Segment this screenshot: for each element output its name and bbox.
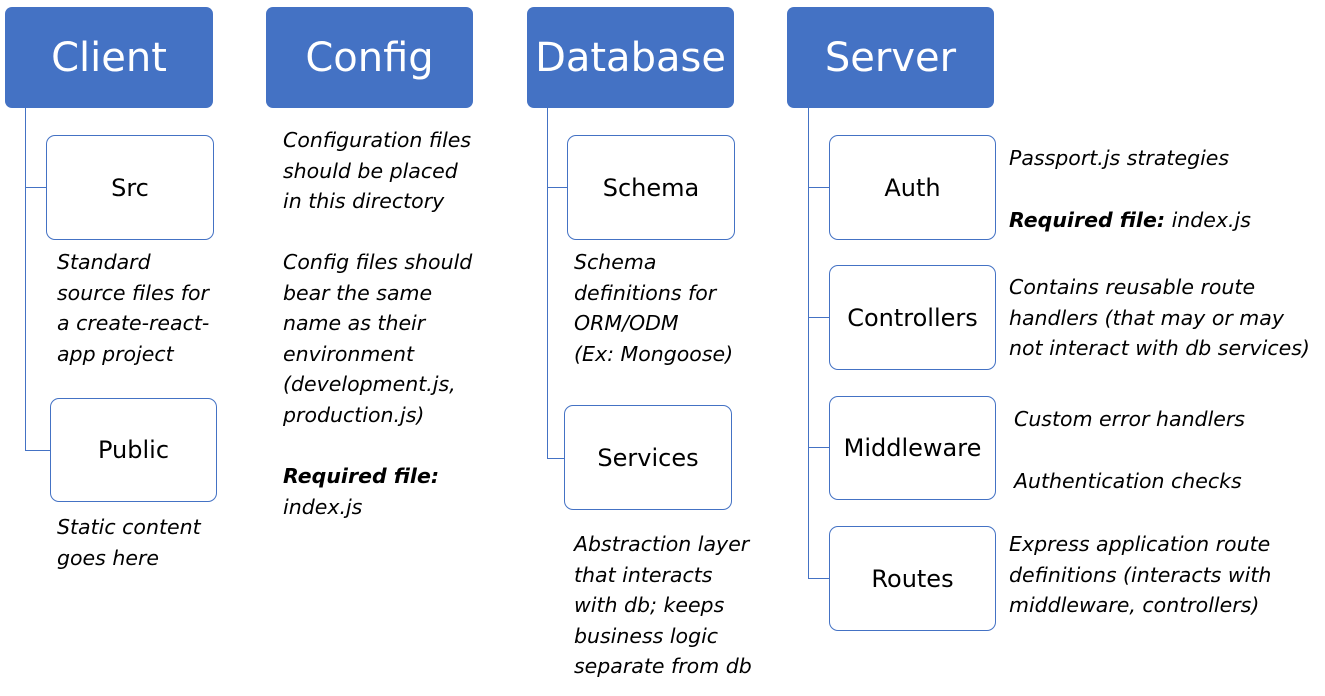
server-connector-trunk xyxy=(808,108,809,578)
config-required-value: index.js xyxy=(283,494,363,519)
database-schema-description: Schema definitions for ORM/ODM (Ex: Mong… xyxy=(574,250,734,366)
server-auth-box: Auth xyxy=(829,135,996,240)
database-services-description: Abstraction layer that interacts with db… xyxy=(574,532,752,678)
server-header: Server xyxy=(787,7,994,108)
server-connector-controllers xyxy=(808,317,829,318)
server-middleware-description-1: Custom error handlers xyxy=(1014,407,1245,431)
config-description: Configuration files should be placed in … xyxy=(283,128,472,213)
server-middleware-box: Middleware xyxy=(829,396,996,500)
client-header-label: Client xyxy=(51,34,167,81)
client-connector-src xyxy=(25,187,46,188)
server-auth-required-label: Required file: xyxy=(1009,208,1166,232)
client-public-box: Public xyxy=(50,398,217,502)
server-controllers-label: Controllers xyxy=(847,303,978,332)
database-header: Database xyxy=(527,7,734,108)
server-routes-box: Routes xyxy=(829,526,996,631)
database-connector-trunk xyxy=(547,108,548,458)
database-connector-schema xyxy=(547,187,567,188)
database-schema-box: Schema xyxy=(567,135,735,240)
database-services-box: Services xyxy=(564,405,732,510)
client-src-box: Src xyxy=(46,135,214,240)
config-naming-note: Config files should bear the same name a… xyxy=(283,250,473,427)
client-src-label: Src xyxy=(111,173,149,202)
server-controllers-box: Controllers xyxy=(829,265,996,370)
server-routes-label: Routes xyxy=(871,564,954,593)
client-public-label: Public xyxy=(97,436,170,464)
server-auth-required-file: Required file: index.js xyxy=(1009,205,1251,236)
server-routes-description: Express application route definitions (i… xyxy=(1009,532,1272,617)
client-src-description: Standard source files for a create-react… xyxy=(57,250,210,366)
server-auth-required-value: index.js xyxy=(1165,208,1251,232)
server-auth-description: Passport.js strategies xyxy=(1009,146,1230,170)
config-required-file: Required file: index.js xyxy=(283,461,439,522)
server-connector-auth xyxy=(808,187,829,188)
config-required-label: Required file: xyxy=(283,464,440,488)
database-connector-services xyxy=(547,458,564,459)
client-header: Client xyxy=(5,7,213,108)
server-connector-routes xyxy=(808,578,829,579)
server-middleware-label: Middleware xyxy=(843,434,982,462)
database-header-label: Database xyxy=(535,34,726,81)
client-public-description: Static content goes here xyxy=(57,515,201,570)
server-auth-label: Auth xyxy=(884,173,941,202)
database-schema-label: Schema xyxy=(602,173,700,202)
config-header-label: Config xyxy=(305,34,434,81)
server-connector-middleware xyxy=(808,447,829,448)
client-connector-trunk xyxy=(25,108,26,450)
database-services-label: Services xyxy=(597,443,699,472)
server-middleware-description-2: Authentication checks xyxy=(1014,469,1242,493)
config-header: Config xyxy=(266,7,473,108)
server-controllers-description: Contains reusable route handlers (that m… xyxy=(1009,275,1310,360)
client-connector-public xyxy=(25,450,50,451)
server-header-label: Server xyxy=(824,34,957,81)
